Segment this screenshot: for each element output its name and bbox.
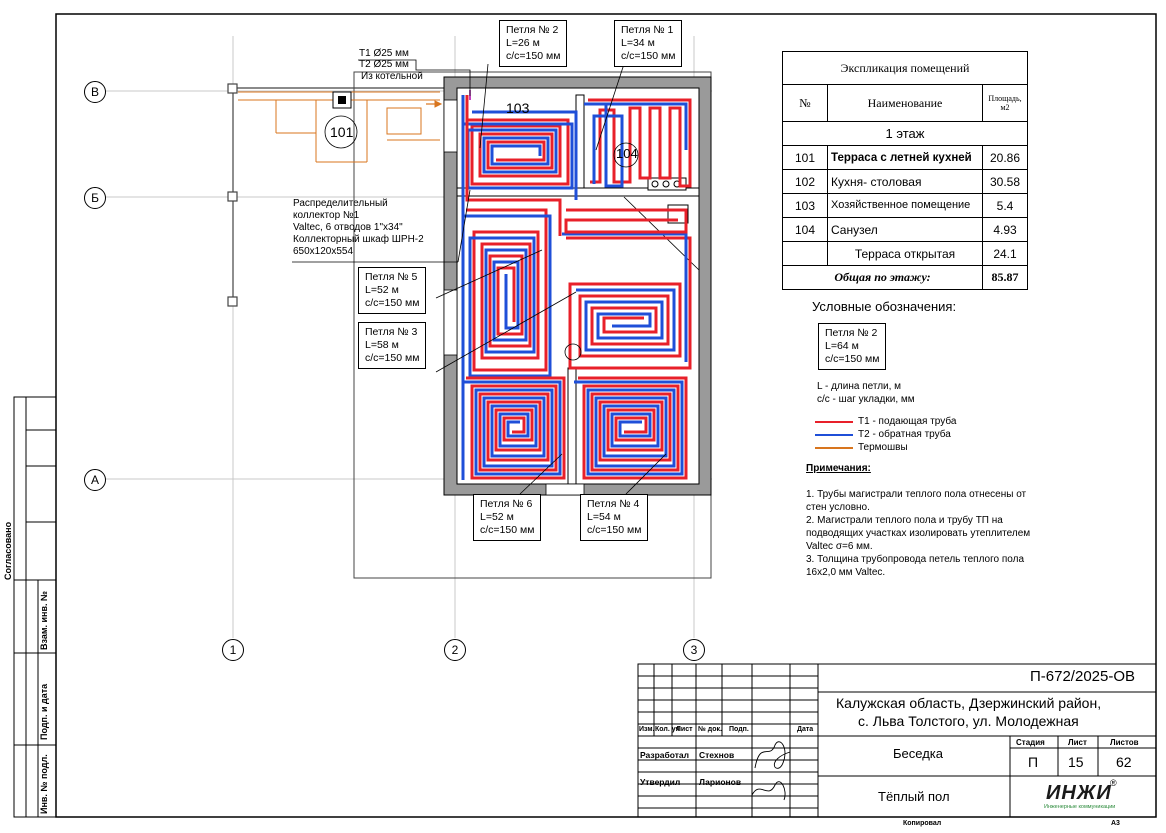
- logo-registered: ®: [1110, 778, 1117, 788]
- table-row: 103 Хозяйственное помещение 5.4: [782, 193, 1028, 218]
- logo-subtitle: Инженерные коммуникации: [1044, 804, 1116, 810]
- terrace-101: [238, 91, 440, 163]
- legend-item-supply: Т1 - подающая труба: [858, 416, 957, 427]
- room-marker: [613, 142, 639, 168]
- legend-explain-step: с/с - шаг укладки, мм: [817, 394, 915, 405]
- approved-name: Ларионов: [699, 777, 742, 787]
- side-stamp-frame: [13, 396, 57, 818]
- sheets-value: 62: [1116, 754, 1132, 770]
- signatures: [751, 741, 791, 801]
- side-sign-date: Подп. и дата: [39, 683, 49, 740]
- developed-label: Разработал: [640, 750, 690, 760]
- col-header-izm: Изм.: [639, 726, 655, 733]
- room-number-104: 104: [616, 146, 638, 161]
- object-name: Беседка: [893, 746, 943, 761]
- side-inv-replace: Взам. инв. №: [39, 590, 49, 650]
- floor-label: 1 этаж: [782, 121, 1028, 146]
- collector-note: Распределительный коллектор №1 Valtec, 6…: [293, 198, 424, 257]
- orange-arrow: [426, 100, 443, 108]
- axis-row-a: А: [84, 469, 106, 491]
- pipe-t2-label: Т2 Ø25 мм: [359, 59, 409, 70]
- pipe-t1-label: Т1 Ø25 мм: [359, 48, 409, 59]
- copied-label: Копировал: [903, 820, 942, 827]
- heating-loops: [461, 90, 692, 480]
- stage-value: П: [1028, 754, 1039, 770]
- leader-lines: [292, 59, 667, 495]
- col-header-area: Площадь, м2: [982, 84, 1028, 122]
- address-line-1: Калужская область, Дзержинский район,: [836, 695, 1102, 711]
- total-label: Общая по этажу:: [782, 265, 983, 290]
- legend-explain-l: L - длина петли, м: [817, 381, 902, 392]
- axis-col-2: 2: [444, 639, 466, 661]
- table-row: 101 Терраса с летней кухней 20.86: [782, 145, 1028, 170]
- table-row: Терраса открытая 24.1: [782, 241, 1028, 266]
- room-number-101: 101: [330, 124, 354, 140]
- total-area: 85.87: [982, 265, 1028, 290]
- legend-item-return: Т2 - обратная труба: [858, 429, 951, 440]
- room-marker: [564, 343, 582, 361]
- notes-title: Примечания:: [806, 463, 871, 474]
- col-header-num: №: [782, 84, 828, 122]
- explication-table: Экспликация помещений № Наименование Пло…: [782, 51, 1028, 290]
- notes-list: 1. Трубы магистрали теплого пола отнесен…: [806, 489, 1031, 578]
- table-row: 104 Санузел 4.93: [782, 217, 1028, 242]
- stage-header: Стадия: [1016, 738, 1045, 747]
- side-inv-orig: Инв. № подл.: [39, 754, 49, 814]
- approved-label: Утвердил: [640, 777, 681, 787]
- col-header-sign: Подп.: [729, 726, 749, 733]
- legend-title: Условные обозначения:: [812, 299, 957, 314]
- col-header-kol: Кол. уч: [655, 726, 680, 733]
- terrace-frame: [227, 83, 446, 307]
- axis-col-3: 3: [683, 639, 705, 661]
- table-row: 102 Кухня- столовая 30.58: [782, 169, 1028, 194]
- col-header-list: Лист: [676, 726, 693, 733]
- legend-item-seam: Термошвы: [858, 442, 908, 453]
- axis-col-1: 1: [222, 639, 244, 661]
- side-agreed: Согласовано: [3, 521, 13, 580]
- format-label: А3: [1111, 820, 1120, 827]
- room-number-103: 103: [506, 100, 530, 116]
- col-header-name: Наименование: [827, 84, 983, 122]
- col-header-date: Дата: [797, 726, 814, 733]
- address-line-2: с. Льва Толстого, ул. Молодежная: [858, 713, 1079, 729]
- axis-row-b: Б: [84, 187, 106, 209]
- doc-code: П-672/2025-ОВ: [1030, 668, 1136, 685]
- title-block-frame: [637, 663, 1157, 818]
- sheet-title: Тёплый пол: [878, 789, 950, 804]
- sheet-value: 15: [1068, 754, 1084, 770]
- developed-name: Стехнов: [699, 750, 735, 760]
- axis-row-v: В: [84, 81, 106, 103]
- col-header-doc: № док.: [698, 726, 722, 733]
- sheets-header: Листов: [1110, 738, 1139, 747]
- explication-title: Экспликация помещений: [782, 51, 1028, 85]
- legend-lines: [815, 421, 853, 449]
- sheet-header: Лист: [1068, 738, 1087, 747]
- company-logo: ИНЖИ: [1046, 782, 1112, 804]
- from-boiler-label: Из котельной: [361, 71, 423, 82]
